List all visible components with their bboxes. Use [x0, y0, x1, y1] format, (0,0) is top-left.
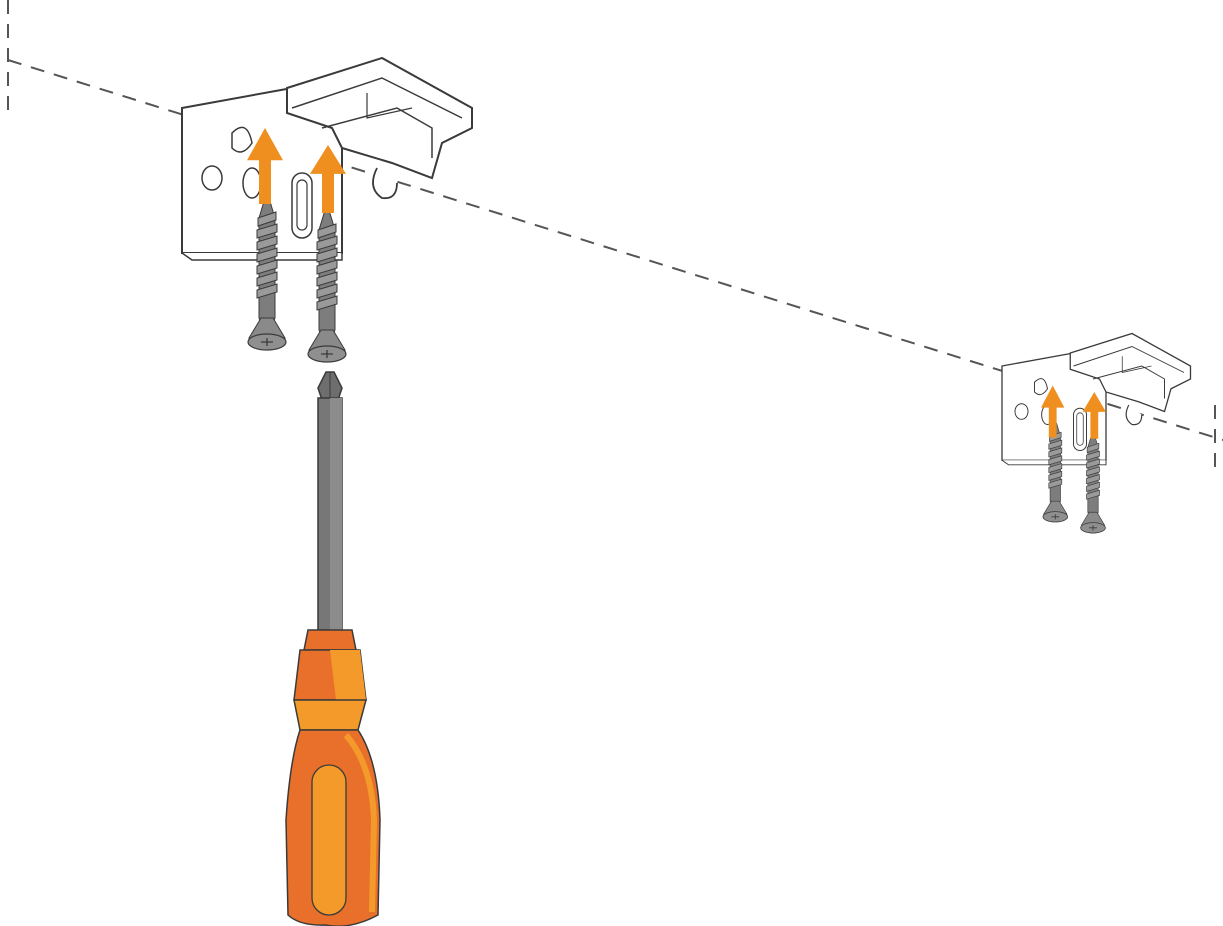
screwdriver-icon — [285, 371, 381, 926]
bracket-small — [1001, 332, 1192, 534]
bracket-large — [181, 57, 473, 363]
